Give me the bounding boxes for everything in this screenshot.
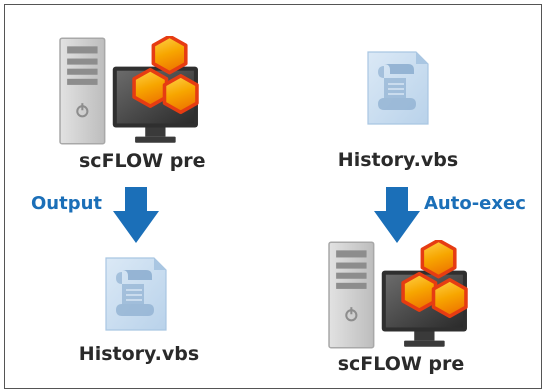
script-document-icon [105,257,167,331]
left-source-label: scFLOW pre [79,150,206,172]
script-document-icon [367,51,429,125]
right-source-label: History.vbs [337,149,459,171]
workstation-icon [327,240,469,350]
left-action-label: Output [31,193,103,214]
down-arrow-icon [374,187,420,243]
right-action-label: Auto-exec [424,193,526,214]
down-arrow-icon [113,187,159,243]
left-target-label: History.vbs [78,343,200,365]
right-target-label: scFLOW pre [337,353,465,375]
workstation-icon [58,36,200,146]
